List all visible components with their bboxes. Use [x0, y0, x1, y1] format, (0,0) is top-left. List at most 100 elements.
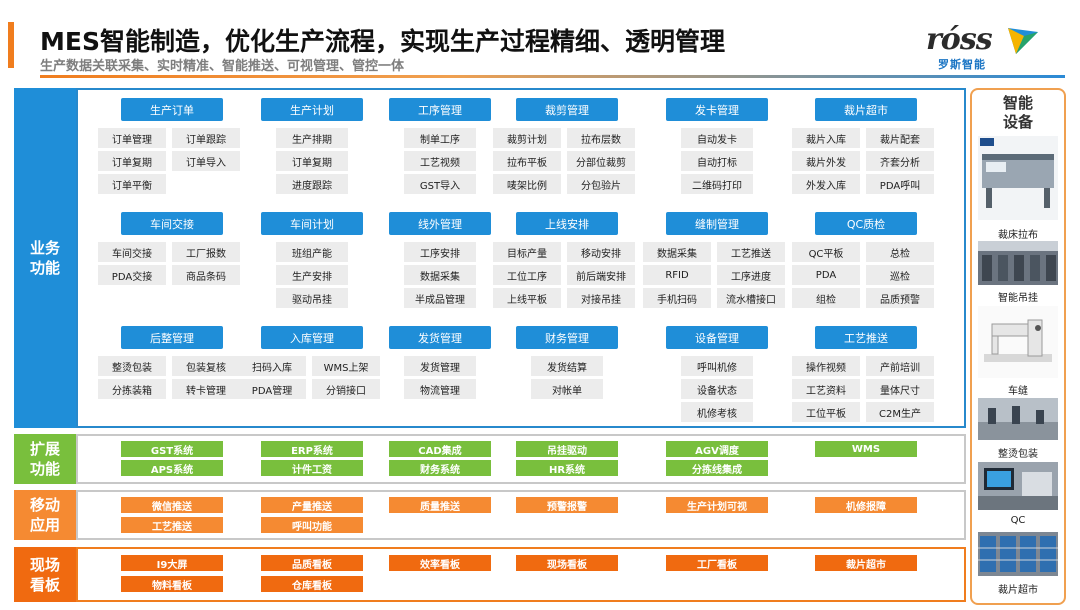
module-item: 分部位裁剪	[567, 151, 635, 171]
module-header: 发卡管理	[666, 98, 768, 121]
extension-item: HR系统	[516, 460, 618, 476]
module-item: 工艺推送	[717, 242, 785, 262]
module-item: RFID	[643, 265, 711, 285]
module-item: 工艺资料	[792, 379, 860, 399]
module-header: 入库管理	[261, 326, 363, 349]
section-label-text: 现场看板	[29, 555, 60, 594]
device-caption: 裁床拉布	[998, 230, 1038, 241]
devices-title: 智能设备	[1002, 94, 1033, 131]
module-item: 裁剪计划	[493, 128, 561, 148]
module-header: 裁片超市	[815, 98, 917, 121]
module-item: 班组产能	[276, 242, 348, 262]
section-label-business: 业务功能	[14, 88, 76, 428]
module-item: 移动安排	[567, 242, 635, 262]
module-item: GST导入	[404, 174, 476, 194]
kanban-item: 品质看板	[261, 555, 363, 571]
extension-item: APS系统	[121, 460, 223, 476]
module-item: 制单工序	[404, 128, 476, 148]
devices-panel: 智能设备 裁床拉布 智能吊挂 车缝 整烫包装 QC 裁片超市	[970, 88, 1066, 605]
module-item: 半成品管理	[404, 288, 476, 308]
section-label-text: 扩展功能	[29, 440, 60, 478]
section-label-text: 业务功能	[29, 239, 60, 277]
module-item: 前后端安排	[567, 265, 635, 285]
module-header: 工艺推送	[815, 326, 917, 349]
module-item: 裁片配套	[866, 128, 934, 148]
module-item: 包装复核	[172, 356, 240, 376]
module-item: PDA呼叫	[866, 174, 934, 194]
module-item: 设备状态	[681, 379, 753, 399]
module-item: 分包验片	[567, 174, 635, 194]
module-header: 上线安排	[516, 212, 618, 235]
mobile-item: 工艺推送	[121, 517, 223, 533]
kanban-item: 工厂看板	[666, 555, 768, 571]
extension-item: 计件工资	[261, 460, 363, 476]
header-divider	[40, 75, 1065, 78]
extension-item: 吊挂驱动	[516, 441, 618, 457]
module-item: 订单复期	[98, 151, 166, 171]
module-item: 发货结算	[531, 356, 603, 376]
module-item: 订单复期	[276, 151, 348, 171]
cut-parts-warehouse-image	[978, 532, 1058, 576]
module-header: 线外管理	[389, 212, 491, 235]
module-header: 生产订单	[121, 98, 223, 121]
module-item: 工厂报数	[172, 242, 240, 262]
module-item: 裁片入库	[792, 128, 860, 148]
module-item: QC平板	[792, 242, 860, 262]
module-item: 扫码入库	[238, 356, 306, 376]
module-item: 品质预警	[866, 288, 934, 308]
section-label-mobile: 移动应用	[14, 490, 76, 540]
module-item: 商品条码	[172, 265, 240, 285]
module-item: 转卡管理	[172, 379, 240, 399]
extension-item: AGV调度	[666, 441, 768, 457]
module-header: 缝制管理	[666, 212, 768, 235]
logo-subtext: 罗斯智能	[938, 58, 986, 71]
module-item: 自动打标	[681, 151, 753, 171]
module-item: 操作视频	[792, 356, 860, 376]
module-item: 进度跟踪	[276, 174, 348, 194]
module-item: 流水槽接口	[717, 288, 785, 308]
module-item: 生产排期	[276, 128, 348, 148]
section-label-extension: 扩展功能	[14, 434, 76, 484]
module-item: 裁片外发	[792, 151, 860, 171]
module-item: 自动发卡	[681, 128, 753, 148]
module-header: 车间计划	[261, 212, 363, 235]
module-header: 生产计划	[261, 98, 363, 121]
extension-item: CAD集成	[389, 441, 491, 457]
module-item: 工位工序	[493, 265, 561, 285]
module-item: 手机扫码	[643, 288, 711, 308]
module-header: 后整管理	[121, 326, 223, 349]
kanban-item: I9大屏	[121, 555, 223, 571]
device-caption: 智能吊挂	[998, 293, 1038, 304]
module-item: 车间交接	[98, 242, 166, 262]
ironing-packaging-image	[978, 398, 1058, 440]
section-label-text: 移动应用	[29, 496, 60, 534]
module-item: 组检	[792, 288, 860, 308]
module-item: 工序安排	[404, 242, 476, 262]
logo-wordmark: róss	[926, 22, 993, 57]
module-header: 财务管理	[516, 326, 618, 349]
module-item: 订单管理	[98, 128, 166, 148]
device-caption: QC	[1010, 515, 1026, 526]
extension-item: GST系统	[121, 441, 223, 457]
page-subtitle: 生产数据关联采集、实时精准、智能推送、可视管理、管控一体	[40, 59, 405, 74]
module-header: 车间交接	[121, 212, 223, 235]
module-item: 呼叫机修	[681, 356, 753, 376]
module-item: 生产安排	[276, 265, 348, 285]
module-item: PDA	[792, 265, 860, 285]
module-item: 唛架比例	[493, 174, 561, 194]
kanban-item: 效率看板	[389, 555, 491, 571]
module-header: 工序管理	[389, 98, 491, 121]
module-item: 驱动吊挂	[276, 288, 348, 308]
kanban-item: 裁片超市	[815, 555, 917, 571]
device-caption: 裁片超市	[998, 585, 1038, 596]
module-item: 数据采集	[643, 242, 711, 262]
module-item: 拉布层数	[567, 128, 635, 148]
cutting-machine-image	[978, 136, 1058, 220]
mobile-item: 质量推送	[389, 497, 491, 513]
module-item: 拉布平板	[493, 151, 561, 171]
module-item: 物流管理	[404, 379, 476, 399]
module-item: 总检	[866, 242, 934, 262]
module-item: 齐套分析	[866, 151, 934, 171]
module-item: PDA交接	[98, 265, 166, 285]
module-item: C2M生产	[866, 402, 934, 422]
